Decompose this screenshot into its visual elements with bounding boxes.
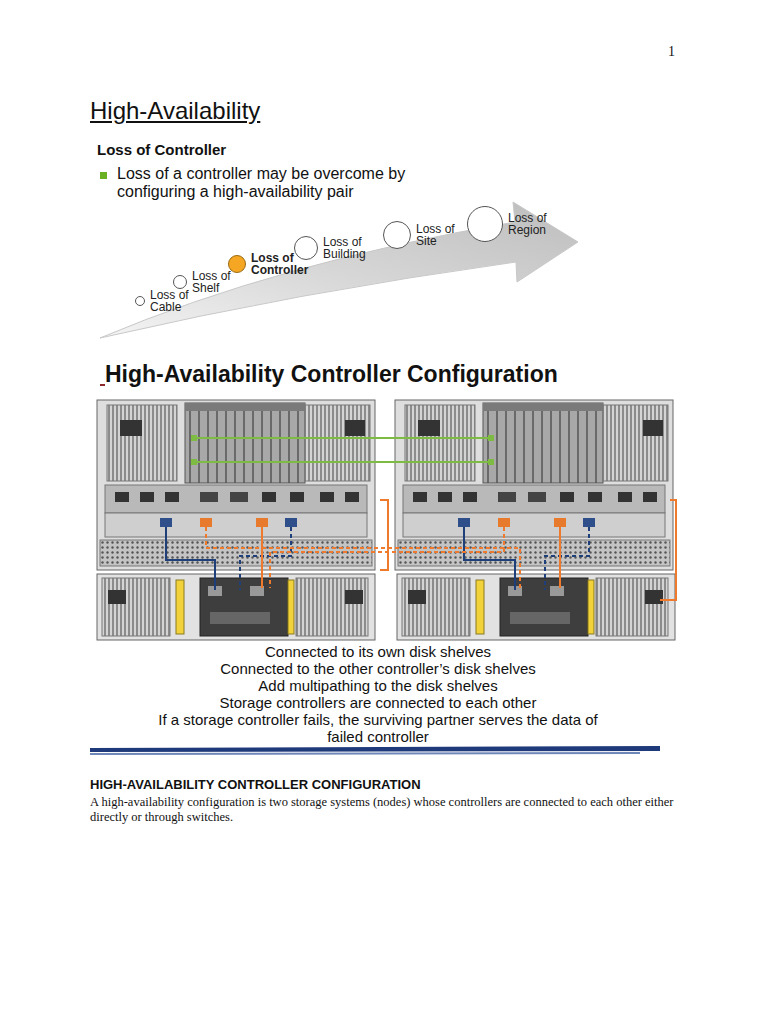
slide-caption-line: Add multipathing to the disk shelves xyxy=(90,677,666,694)
milestone-node: Loss of Region xyxy=(467,206,558,242)
slide-caption-line: Connected to the other controller’s disk… xyxy=(90,660,666,677)
section-heading: HIGH-AVAILABILITY CONTROLLER CONFIGURATI… xyxy=(90,777,421,793)
milestone-circle xyxy=(383,221,411,249)
slide-caption-line: Connected to its own disk shelves xyxy=(90,643,666,660)
milestone-circle xyxy=(173,275,187,289)
milestone-label: Loss of Site xyxy=(416,223,466,247)
slide-caption-line: If a storage controller fails, the survi… xyxy=(148,711,608,745)
milestone-circle xyxy=(228,255,246,273)
milestone-circle xyxy=(294,236,318,260)
page-number: 1 xyxy=(668,44,675,60)
milestone-label: Loss of Region xyxy=(508,212,558,236)
slide-bullet: Loss of a controller may be overcome by … xyxy=(117,165,457,201)
milestone-node: Loss of Site xyxy=(383,221,466,249)
milestone-node: Loss of Building xyxy=(294,236,377,260)
body-paragraph: A high-availability configuration is two… xyxy=(90,795,680,825)
milestone-node: Loss of Shelf xyxy=(173,270,242,294)
milestone-circle xyxy=(467,206,503,242)
milestone-node: Loss of Cable xyxy=(135,289,200,313)
slide-heading: Loss of Controller xyxy=(97,141,226,159)
slide-title: High-Availability Controller Configurati… xyxy=(105,361,558,388)
slide-caption-line: Storage controllers are connected to eac… xyxy=(90,694,666,711)
milestone-label: Loss of Shelf xyxy=(192,270,242,294)
milestone-circle xyxy=(135,296,145,306)
milestone-label: Loss of Building xyxy=(323,236,377,260)
page-heading: High-Availability xyxy=(90,97,260,125)
